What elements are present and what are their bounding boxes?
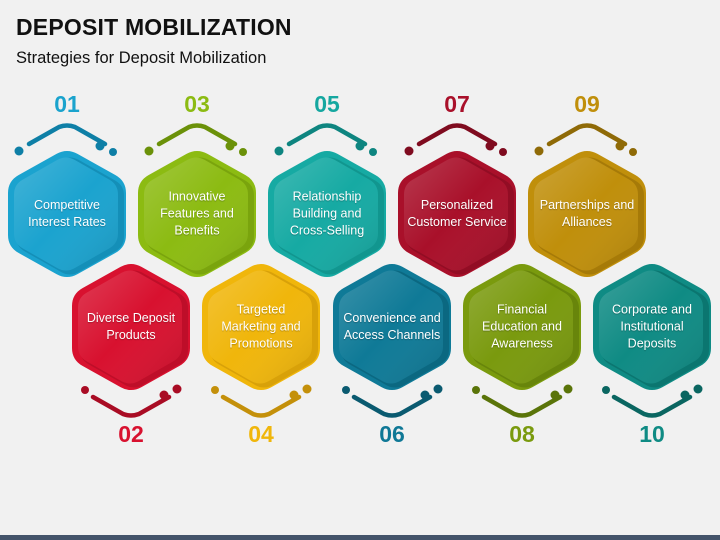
hexagon-item-10 [593,263,711,418]
step-label-08: Financial Education and Awareness [482,302,562,351]
connector-icon [534,123,637,156]
step-number-06: 06 [379,421,405,447]
connector-icon [211,384,312,418]
step-label-05: Relationship Building and Cross-Selling [289,189,365,238]
hexagon-item-01 [8,123,126,278]
step-number-09: 09 [574,91,600,117]
step-label-09: Partnerships and Alliances [539,198,635,229]
connector-icon [144,123,247,156]
connector-icon [404,123,507,156]
step-number-01: 01 [54,91,80,117]
step-number-10: 10 [639,421,665,447]
hexagon-item-07 [398,123,516,278]
step-number-08: 08 [509,421,535,447]
step-label-07: Personalized Customer Service [407,198,507,229]
step-label-06: Convenience and Access Channels [343,311,441,342]
hexagon-item-05 [268,123,386,278]
step-number-05: 05 [314,91,340,117]
step-label-04: Targeted Marketing and Promotions [221,302,301,351]
step-number-07: 07 [444,91,470,117]
connector-icon [472,384,573,418]
connector-icon [274,123,377,156]
connector-icon [342,384,443,418]
step-label-02: Diverse Deposit Products [86,311,176,342]
hexagon-item-08 [463,263,581,418]
hexagon-item-04 [202,263,320,418]
connector-icon [602,384,703,418]
connector-icon [14,123,117,156]
footer-bar [0,535,720,540]
page-subtitle: Strategies for Deposit Mobilization [16,49,267,67]
hexagon-item-06 [333,263,451,418]
step-label-01: Competitive Interest Rates [28,198,106,229]
hexagon-item-09 [528,123,646,278]
connector-icon [81,384,182,418]
step-number-04: 04 [248,421,274,447]
step-number-02: 02 [118,421,144,447]
hexagon-item-02 [72,263,190,418]
page-title: DEPOSIT MOBILIZATION [16,14,292,40]
step-label-03: Innovative Features and Benefits [160,189,234,238]
step-label-10: Corporate and Institutional Deposits [612,302,692,351]
hexagon-item-03 [138,123,256,278]
step-number-03: 03 [184,91,210,117]
